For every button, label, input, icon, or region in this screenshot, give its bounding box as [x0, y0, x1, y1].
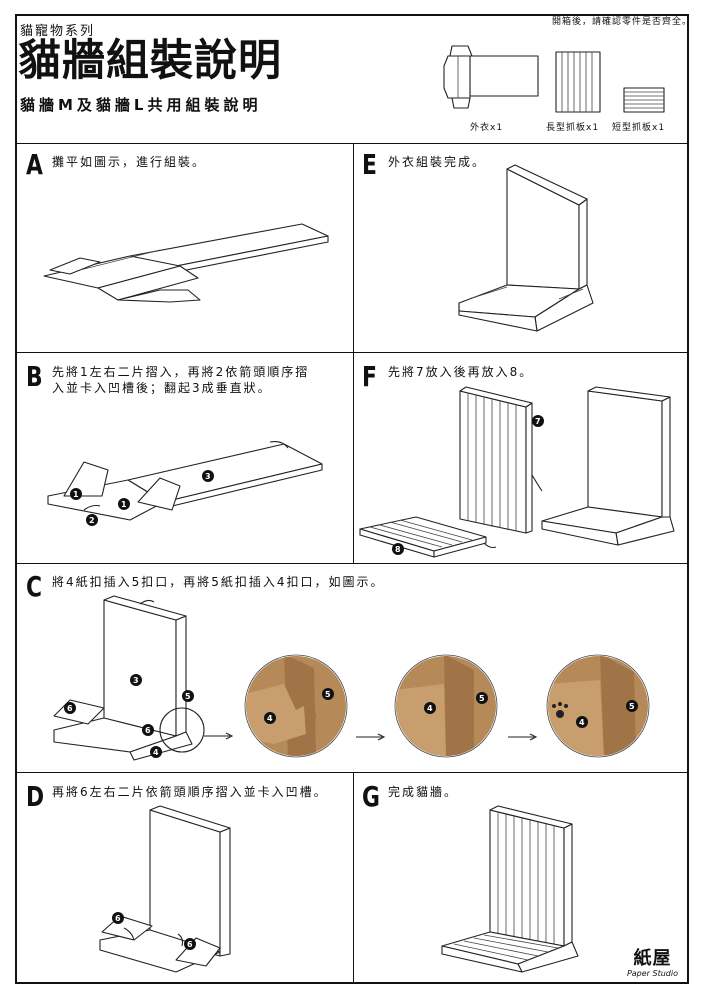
- divider-row-1: [16, 352, 688, 353]
- svg-text:4: 4: [579, 718, 585, 727]
- step-f-illustration: 7 8: [359, 386, 675, 558]
- step-letter-d: D: [26, 780, 45, 813]
- badge-4c: 4: [150, 746, 162, 758]
- svg-text:6: 6: [145, 726, 151, 735]
- step-text-c: 將4紙扣插入5扣口，再將5紙扣插入4扣口，如圖示。: [52, 575, 385, 589]
- svg-text:6: 6: [67, 704, 73, 713]
- step-c-illustration: 3 6 6 5 4: [53, 595, 234, 761]
- detail-arrow-2: [508, 733, 538, 741]
- svg-text:1: 1: [73, 490, 79, 499]
- divider-col-top: [353, 143, 354, 564]
- svg-text:7: 7: [535, 417, 541, 426]
- parts-notice: 開箱後，請確認零件是否齊全。: [551, 17, 692, 27]
- series-label: 貓寵物系列: [20, 24, 96, 39]
- svg-text:6: 6: [115, 914, 121, 923]
- part-label-short-board: 短型抓板x1: [612, 123, 666, 133]
- svg-text:5: 5: [629, 702, 635, 711]
- step-letter-a: A: [26, 148, 43, 181]
- badge-5c: 5: [182, 690, 194, 702]
- badge-2: 2: [86, 514, 98, 526]
- step-letter-b: B: [26, 360, 43, 393]
- badge-6c: 6: [64, 702, 76, 714]
- badge-1b: 1: [118, 498, 130, 510]
- step-letter-e: E: [362, 148, 377, 181]
- step-d-illustration: 6 6: [99, 805, 231, 973]
- part-cover-illustration: [443, 45, 539, 109]
- part-long-board-illustration: [555, 51, 601, 113]
- svg-text:5: 5: [185, 692, 191, 701]
- step-text-a: 攤平如圖示，進行組裝。: [52, 155, 207, 169]
- page-subtitle: 貓牆M及貓牆L共用組裝說明: [20, 96, 262, 114]
- badge-6c2: 6: [142, 724, 154, 736]
- svg-text:3: 3: [205, 472, 211, 481]
- svg-text:5: 5: [479, 694, 485, 703]
- badge-6d-right: 6: [184, 938, 196, 950]
- badge-3: 3: [202, 470, 214, 482]
- svg-text:4: 4: [153, 748, 159, 757]
- svg-text:2: 2: [89, 516, 95, 525]
- step-text-d: 再將6左右二片依箭頭順序摺入並卡入凹槽。: [52, 785, 328, 799]
- step-letter-f: F: [362, 360, 377, 393]
- badge-3c: 3: [130, 674, 142, 686]
- divider-col-bottom: [353, 772, 354, 983]
- part-short-board-illustration: [623, 87, 665, 113]
- brand-logo-subtitle: Paper Studio: [626, 969, 678, 978]
- detail-circle-3: 4 5: [546, 654, 650, 758]
- step-text-f: 先將7放入後再放入8。: [388, 365, 534, 379]
- badge-6d-left: 6: [112, 912, 124, 924]
- badge-1a: 1: [70, 488, 82, 500]
- part-label-long-board: 長型抓板x1: [546, 123, 600, 133]
- step-text-b: 先將1左右二片摺入，再將2依箭頭順序摺入並卡入凹槽後；翻起3成垂直狀。: [52, 365, 310, 395]
- divider-row-3: [16, 772, 688, 773]
- svg-text:5: 5: [325, 690, 331, 699]
- step-g-illustration: [441, 805, 579, 973]
- brand-logo-mark: 紙屋: [633, 948, 672, 969]
- brand-logo: 紙屋 Paper Studio: [626, 948, 678, 979]
- divider-header: [16, 143, 688, 144]
- step-text-e: 外衣組裝完成。: [388, 155, 487, 169]
- svg-text:8: 8: [395, 545, 401, 554]
- svg-text:3: 3: [133, 676, 139, 685]
- step-text-g: 完成貓牆。: [388, 785, 459, 799]
- svg-text:4: 4: [267, 714, 273, 723]
- step-b-illustration: 1 1 2 3: [47, 441, 323, 526]
- svg-text:4: 4: [427, 704, 433, 713]
- detail-circle-2: 4 5: [394, 654, 498, 758]
- divider-row-2: [16, 563, 688, 564]
- step-letter-c: C: [26, 570, 43, 603]
- svg-text:6: 6: [187, 940, 193, 949]
- badge-8: 8: [392, 543, 404, 555]
- detail-arrow-1: [356, 733, 386, 741]
- page-title: 貓牆組裝說明: [18, 36, 282, 86]
- step-a-illustration: [43, 223, 329, 303]
- detail-circle-1: 4 5: [244, 654, 348, 758]
- step-e-illustration: [458, 164, 594, 332]
- badge-7: 7: [532, 415, 544, 427]
- svg-text:1: 1: [121, 500, 127, 509]
- part-label-cover: 外衣x1: [470, 123, 504, 133]
- step-letter-g: G: [362, 780, 380, 813]
- instruction-sheet-frame: [15, 14, 689, 984]
